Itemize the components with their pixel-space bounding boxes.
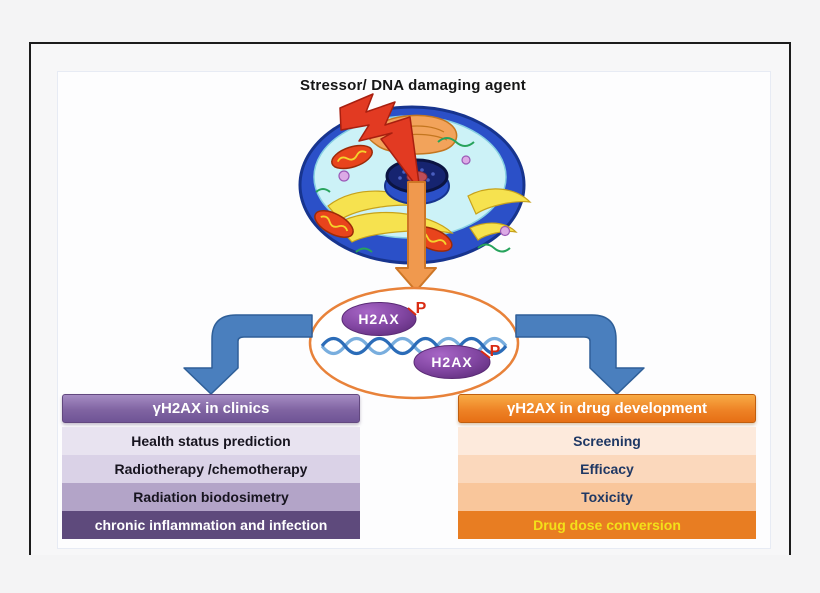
drug-dev-row-efficacy: Efficacy [458,455,756,483]
drug-dev-panel: γH2AX in drug development Screening Effi… [458,394,756,539]
clinics-row-biodosimetry: Radiation biodosimetry [62,483,360,511]
clinics-row-health-status: Health status prediction [62,427,360,455]
clinics-header: γH2AX in clinics [62,394,360,423]
drug-dev-row-dose-conversion: Drug dose conversion [458,511,756,539]
clinics-row-radio-chemo: Radiotherapy /chemotherapy [62,455,360,483]
figure-title: Stressor/ DNA damaging agent [300,77,526,94]
drug-dev-row-toxicity: Toxicity [458,483,756,511]
clinics-row-inflammation: chronic inflammation and infection [62,511,360,539]
drug-dev-header: γH2AX in drug development [458,394,756,423]
drug-dev-row-screening: Screening [458,427,756,455]
clinics-panel: γH2AX in clinics Health status predictio… [62,394,360,539]
